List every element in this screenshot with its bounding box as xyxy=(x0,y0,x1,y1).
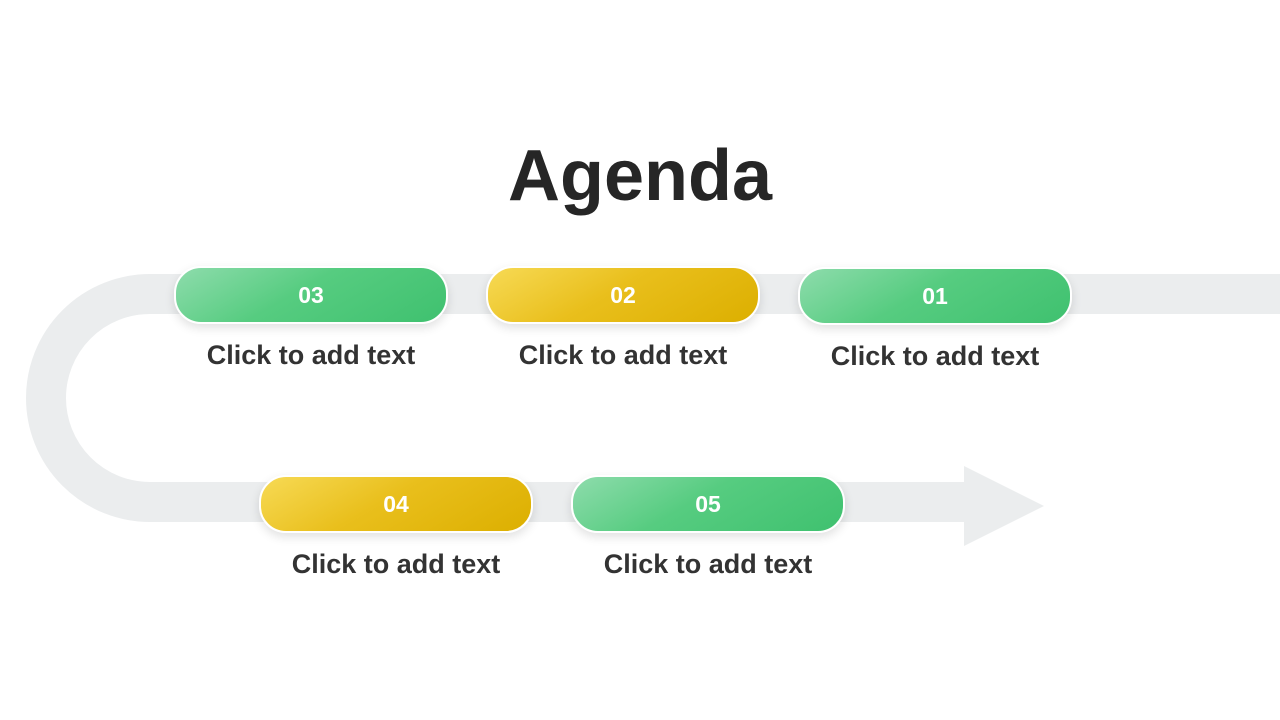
page-title: Agenda xyxy=(507,136,773,216)
step-caption[interactable]: Click to add text xyxy=(603,549,813,579)
step-number-badge: 04 xyxy=(259,475,533,533)
step-03: 03 Click to add text xyxy=(174,266,448,371)
step-caption[interactable]: Click to add text xyxy=(830,341,1040,371)
arrow-head-icon xyxy=(964,466,1044,546)
step-caption[interactable]: Click to add text xyxy=(518,340,728,370)
step-number-badge: 03 xyxy=(174,266,448,324)
step-01: 01 Click to add text xyxy=(798,267,1072,372)
step-number-badge: 01 xyxy=(798,267,1072,325)
step-02: 02 Click to add text xyxy=(486,266,760,371)
step-04: 04 Click to add text xyxy=(259,475,533,580)
step-05: 05 Click to add text xyxy=(571,475,845,580)
path-track xyxy=(26,274,1280,522)
step-caption[interactable]: Click to add text xyxy=(206,340,416,370)
step-number-badge: 02 xyxy=(486,266,760,324)
step-number-badge: 05 xyxy=(571,475,845,533)
step-caption[interactable]: Click to add text xyxy=(291,549,501,579)
